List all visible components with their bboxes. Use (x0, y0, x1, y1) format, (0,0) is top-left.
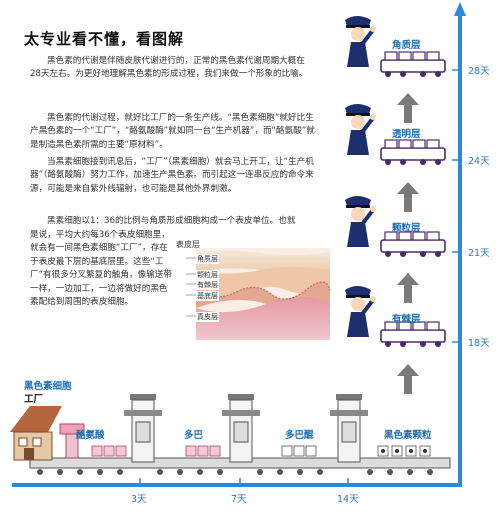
paragraph-1: 黑色素的代谢是伴随皮肤代谢进行的，正常的黑色素代谢周期大概在28天左右。为更好地… (30, 56, 308, 80)
cart-icon (380, 231, 446, 257)
layer-label-stratum-lucidum: 透明层 (392, 129, 421, 140)
machine-1-icon (124, 394, 162, 463)
up-arrow-icon (397, 273, 419, 303)
skin-label-stratum-corneum: 角质层 (196, 254, 219, 264)
horizontal-axis (12, 483, 462, 487)
day-label-24: 24天 (468, 156, 490, 167)
cart-icon (380, 139, 446, 165)
skin-label-basal: 基底层 (196, 291, 219, 301)
up-arrow-icon (397, 93, 419, 123)
factory-house-icon (10, 406, 62, 461)
product-label-dopaquinone: 多巴醌 (285, 430, 314, 441)
paragraph-4-line1: 黑素细胞以1：36的比例与角质形成细胞构成一个表皮单位。也就 (47, 216, 296, 226)
machine-2-icon (222, 394, 260, 463)
cart-icon (380, 51, 446, 77)
day-label-7: 7天 (231, 494, 247, 505)
guard-icon (345, 196, 376, 247)
stage-stratum-granulosum (333, 192, 453, 272)
vertical-axis (458, 14, 462, 485)
page-title: 太专业看不懂，看图解 (24, 30, 185, 48)
layer-label-stratum-corneum: 角质层 (392, 40, 421, 51)
vertical-axis-arrowhead (454, 2, 466, 16)
paragraph-3: 当黑素细胞接到讯息后，“工厂”（黑素细胞）就会马上开工，让“生产机器”（酪氨酸酶… (30, 157, 314, 194)
day-label-3: 3天 (131, 494, 147, 505)
day-label-18: 18天 (468, 338, 490, 349)
up-arrow-icon (397, 182, 419, 212)
product-label-dopa: 多巴 (184, 430, 204, 441)
stage-stratum-corneum (333, 12, 453, 92)
layer-label-stratum-granulosum: 颗粒层 (392, 223, 421, 234)
skin-label-spinous: 有棘层 (196, 280, 219, 290)
guard-icon (345, 16, 376, 67)
day-label-21: 21天 (468, 248, 490, 259)
day-label-14: 14天 (337, 494, 359, 505)
stage-stratum-spinosum (333, 282, 453, 362)
product-label-melanin-granule: 黑色素颗粒 (384, 430, 432, 441)
stage-stratum-lucidum (333, 100, 453, 180)
day-label-28: 28天 (468, 66, 490, 77)
guard-icon (345, 104, 376, 155)
layer-label-stratum-spinosum: 有棘层 (392, 314, 421, 325)
skin-diagram (186, 248, 331, 340)
guard-icon (345, 286, 376, 337)
production-line (10, 394, 451, 475)
skin-label-granular: 颗粒层 (196, 270, 219, 280)
paragraph-4-rest: 是说，平均大约每36个表皮细胞里，就会有一间黑色素细胞“工厂”，存在于表皮最下层… (30, 230, 172, 308)
skin-diagram-title: 表皮层 (176, 240, 200, 249)
factory-sublabel: 工厂 (24, 394, 44, 405)
skin-label-dermis: 真皮层 (196, 312, 219, 322)
cart-icon (380, 321, 446, 347)
product-label-tyrosine: 酪氨酸 (76, 430, 105, 441)
machine-3-icon (330, 394, 368, 463)
paragraph-2: 黑色素的代谢过程，就好比工厂的一条生产线。“黑色素细胞”就好比生产黑色素的一个“… (30, 113, 315, 150)
factory-label: 黑色素细胞 (24, 381, 72, 392)
up-arrow-icon (397, 364, 419, 394)
